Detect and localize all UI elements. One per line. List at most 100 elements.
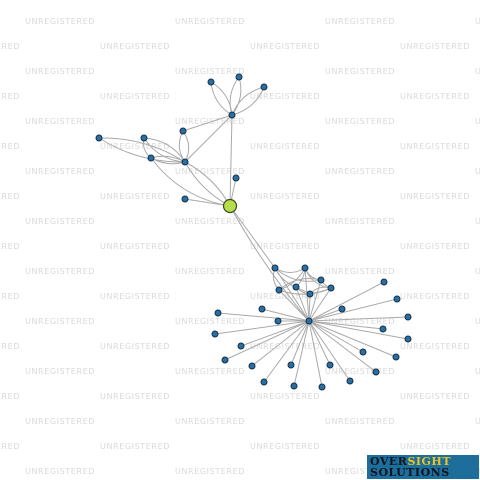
graph-node[interactable] [327, 284, 335, 292]
graph-node[interactable] [392, 353, 400, 361]
edge [308, 279, 322, 322]
watermark-text: UNREGISTERED [100, 192, 170, 201]
watermark-text: UNREGISTERED [175, 317, 245, 326]
edge [290, 320, 310, 366]
watermark-text: UNREGISTERED [400, 342, 470, 351]
watermark-text: UNREGISTERED [0, 242, 20, 251]
watermark-text: UNREGISTERED [0, 292, 20, 301]
watermark-text: UNREGISTERED [400, 142, 470, 151]
graph-node[interactable] [275, 286, 283, 294]
watermark-text: UNREGISTERED [0, 392, 20, 401]
edge [231, 86, 265, 116]
edge [182, 130, 190, 163]
graph-node[interactable] [404, 313, 412, 321]
hub-node[interactable] [181, 158, 189, 166]
watermark-text: UNREGISTERED [400, 442, 470, 451]
edge [308, 320, 323, 388]
graph-node[interactable] [380, 278, 388, 286]
graph-node[interactable] [372, 368, 380, 376]
graph-node[interactable] [306, 290, 314, 298]
edge [210, 81, 233, 116]
edge [308, 293, 311, 322]
edge [274, 267, 310, 322]
watermark-text: UNREGISTERED [400, 42, 470, 51]
graph-node[interactable] [235, 73, 243, 81]
graph-node[interactable] [207, 78, 215, 86]
watermark-text: UNREGISTERED [100, 292, 170, 301]
watermark-text: UNREGISTERED [250, 142, 320, 151]
watermark-text: UNREGISTERED [325, 117, 395, 126]
graph-node[interactable] [211, 330, 219, 338]
graph-node[interactable] [317, 276, 325, 284]
graph-node[interactable] [237, 342, 245, 350]
edge [278, 289, 310, 322]
edge [308, 320, 364, 353]
watermark-text: UNREGISTERED [250, 92, 320, 101]
edge [308, 320, 384, 330]
graph-node[interactable] [271, 264, 279, 272]
graph-node[interactable] [292, 283, 300, 291]
watermark-text: UNREGISTERED [175, 367, 245, 376]
edge [229, 114, 233, 207]
edge [214, 320, 310, 335]
graph-node[interactable] [258, 305, 266, 313]
watermark-text: UNREGISTERED [250, 242, 320, 251]
graph-node[interactable] [95, 134, 103, 142]
watermark-text: UNREGISTERED [475, 117, 480, 126]
graph-node[interactable] [318, 383, 326, 391]
graph-node[interactable] [140, 134, 148, 142]
graph-node[interactable] [301, 264, 309, 272]
hub-node[interactable] [228, 111, 236, 119]
edge [308, 320, 377, 373]
graph-node[interactable] [274, 317, 282, 325]
edge [231, 76, 242, 116]
graph-node[interactable] [393, 295, 401, 303]
watermark-text: UNREGISTERED [100, 42, 170, 51]
watermark-text: UNREGISTERED [325, 217, 395, 226]
edge [278, 278, 322, 291]
watermark-text: UNREGISTERED [175, 217, 245, 226]
watermark-text: UNREGISTERED [175, 417, 245, 426]
edge [263, 320, 310, 383]
watermark-text: UNREGISTERED [175, 467, 245, 476]
edge [224, 320, 310, 361]
watermark-text: UNREGISTERED [400, 292, 470, 301]
edge [231, 86, 265, 116]
watermark-text: UNREGISTERED [25, 367, 95, 376]
edge [308, 320, 397, 358]
edge [308, 308, 343, 322]
watermark-text: UNREGISTERED [25, 467, 95, 476]
graph-node[interactable] [179, 127, 187, 135]
watermark-text: UNREGISTERED [100, 342, 170, 351]
graph-node[interactable] [147, 154, 155, 162]
node-layer [95, 73, 412, 391]
graph-node[interactable] [326, 361, 334, 369]
graph-node[interactable] [260, 378, 268, 386]
edge [308, 320, 351, 382]
graph-node[interactable] [260, 83, 268, 91]
watermark-text: UNREGISTERED [250, 192, 320, 201]
watermark-text: UNREGISTERED [100, 392, 170, 401]
graph-node[interactable] [359, 348, 367, 356]
focus-node[interactable] [222, 198, 238, 214]
logo-line-1: OVERSIGHT [370, 456, 451, 467]
graph-node[interactable] [214, 309, 222, 317]
graph-node[interactable] [248, 362, 256, 370]
watermark-text: UNREGISTERED [25, 167, 95, 176]
watermark-text: UNREGISTERED [25, 217, 95, 226]
graph-node[interactable] [287, 361, 295, 369]
watermark-text: UNREGISTERED [100, 142, 170, 151]
graph-node[interactable] [346, 377, 354, 385]
graph-node[interactable] [221, 356, 229, 364]
watermark-text: UNREGISTERED [175, 267, 245, 276]
oversight-solutions-logo: OVERSIGHT SOLUTIONS [367, 455, 479, 479]
graph-node[interactable] [232, 174, 240, 182]
graph-node[interactable] [290, 382, 298, 390]
watermark-text: UNREGISTERED [325, 167, 395, 176]
hub-node[interactable] [305, 317, 313, 325]
edge [240, 320, 310, 347]
graph-node[interactable] [379, 325, 387, 333]
graph-node[interactable] [338, 305, 346, 313]
graph-node[interactable] [181, 195, 189, 203]
graph-node[interactable] [404, 335, 412, 343]
